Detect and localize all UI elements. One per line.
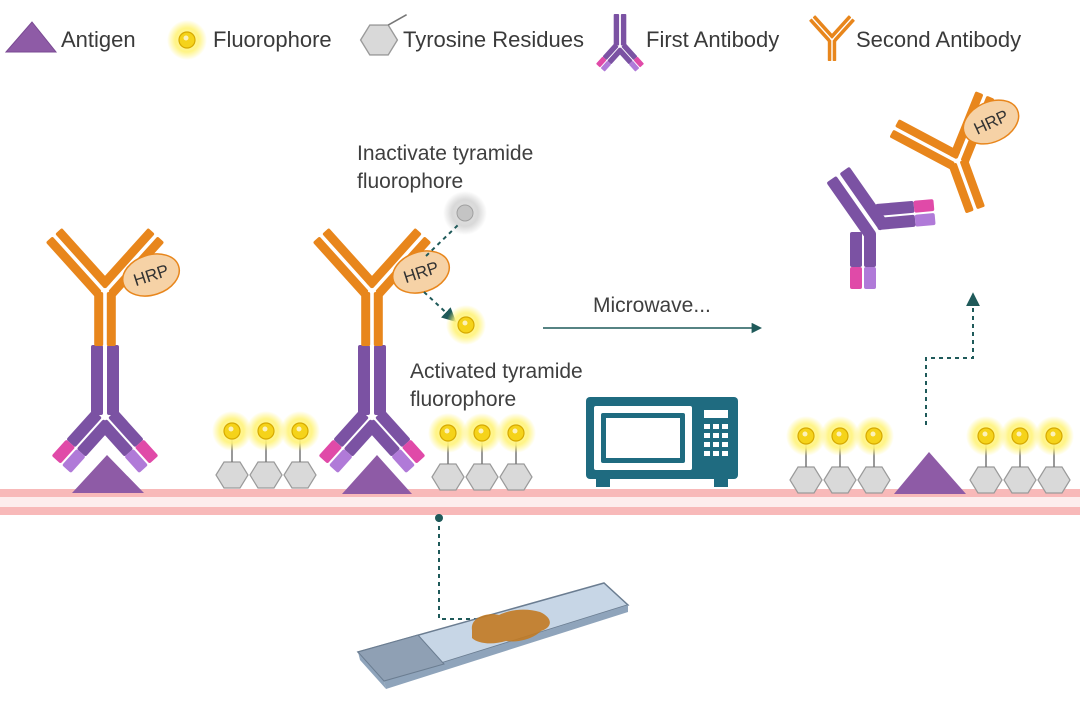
legend-second-antibody-label: Second Antibody bbox=[856, 27, 1021, 52]
legend-fluorophore-label: Fluorophore bbox=[213, 27, 332, 52]
microwave-label: Microwave... bbox=[593, 294, 711, 317]
slide-connector-dot bbox=[435, 514, 443, 522]
tissue-sample bbox=[471, 609, 550, 644]
second-antibody-icon bbox=[808, 15, 856, 62]
legend-antigen: Antigen bbox=[4, 21, 136, 53]
legend-tyrosine: Tyrosine Residues bbox=[359, 13, 584, 56]
activated-label-line1: Activated tyramide bbox=[410, 360, 583, 383]
released-first-antibody bbox=[827, 167, 936, 289]
antigen-3 bbox=[894, 452, 966, 494]
tyrosine-group-c bbox=[786, 416, 894, 493]
hrp-2: HRP bbox=[391, 250, 451, 294]
antigen-2 bbox=[342, 455, 412, 494]
activated-tyramide bbox=[445, 304, 487, 346]
legend-first-antibody-label: First Antibody bbox=[646, 27, 779, 52]
inactive-label-line1: Inactivate tyramide bbox=[357, 142, 533, 165]
hrp-3: HRP bbox=[962, 99, 1020, 145]
tyrosine-icon bbox=[359, 13, 407, 56]
slide-connector bbox=[438, 518, 512, 620]
tyrosine-group-b bbox=[428, 413, 536, 490]
legend-tyrosine-label: Tyrosine Residues bbox=[403, 27, 584, 52]
tyrosine-group-d bbox=[966, 416, 1074, 493]
fluorophore-icon bbox=[166, 19, 208, 61]
release-arrow bbox=[925, 292, 980, 425]
complex-1: HRP bbox=[45, 227, 181, 493]
first-antibody-icon bbox=[595, 14, 645, 72]
released-complex: HRP bbox=[827, 86, 1028, 289]
legend: Antigen Fluorophore Tyrosine Residues Fi… bbox=[4, 13, 1021, 72]
hrp-1: HRP bbox=[121, 253, 181, 297]
legend-first-antibody: First Antibody bbox=[595, 14, 779, 72]
complex-2: HRP bbox=[312, 191, 487, 494]
activated-label-line2: fluorophore bbox=[410, 388, 516, 411]
antigen-1 bbox=[72, 455, 144, 493]
legend-fluorophore: Fluorophore bbox=[166, 19, 332, 61]
legend-second-antibody: Second Antibody bbox=[808, 15, 1021, 62]
tyrosine-group-a bbox=[212, 411, 320, 488]
legend-antigen-label: Antigen bbox=[61, 27, 136, 52]
microscope-slide bbox=[356, 582, 630, 689]
inactive-tyramide bbox=[443, 191, 487, 235]
microwave-icon bbox=[586, 397, 738, 487]
first-antibody-1 bbox=[51, 345, 159, 474]
inactive-label-line2: fluorophore bbox=[357, 170, 463, 193]
antigen-icon bbox=[4, 21, 58, 53]
